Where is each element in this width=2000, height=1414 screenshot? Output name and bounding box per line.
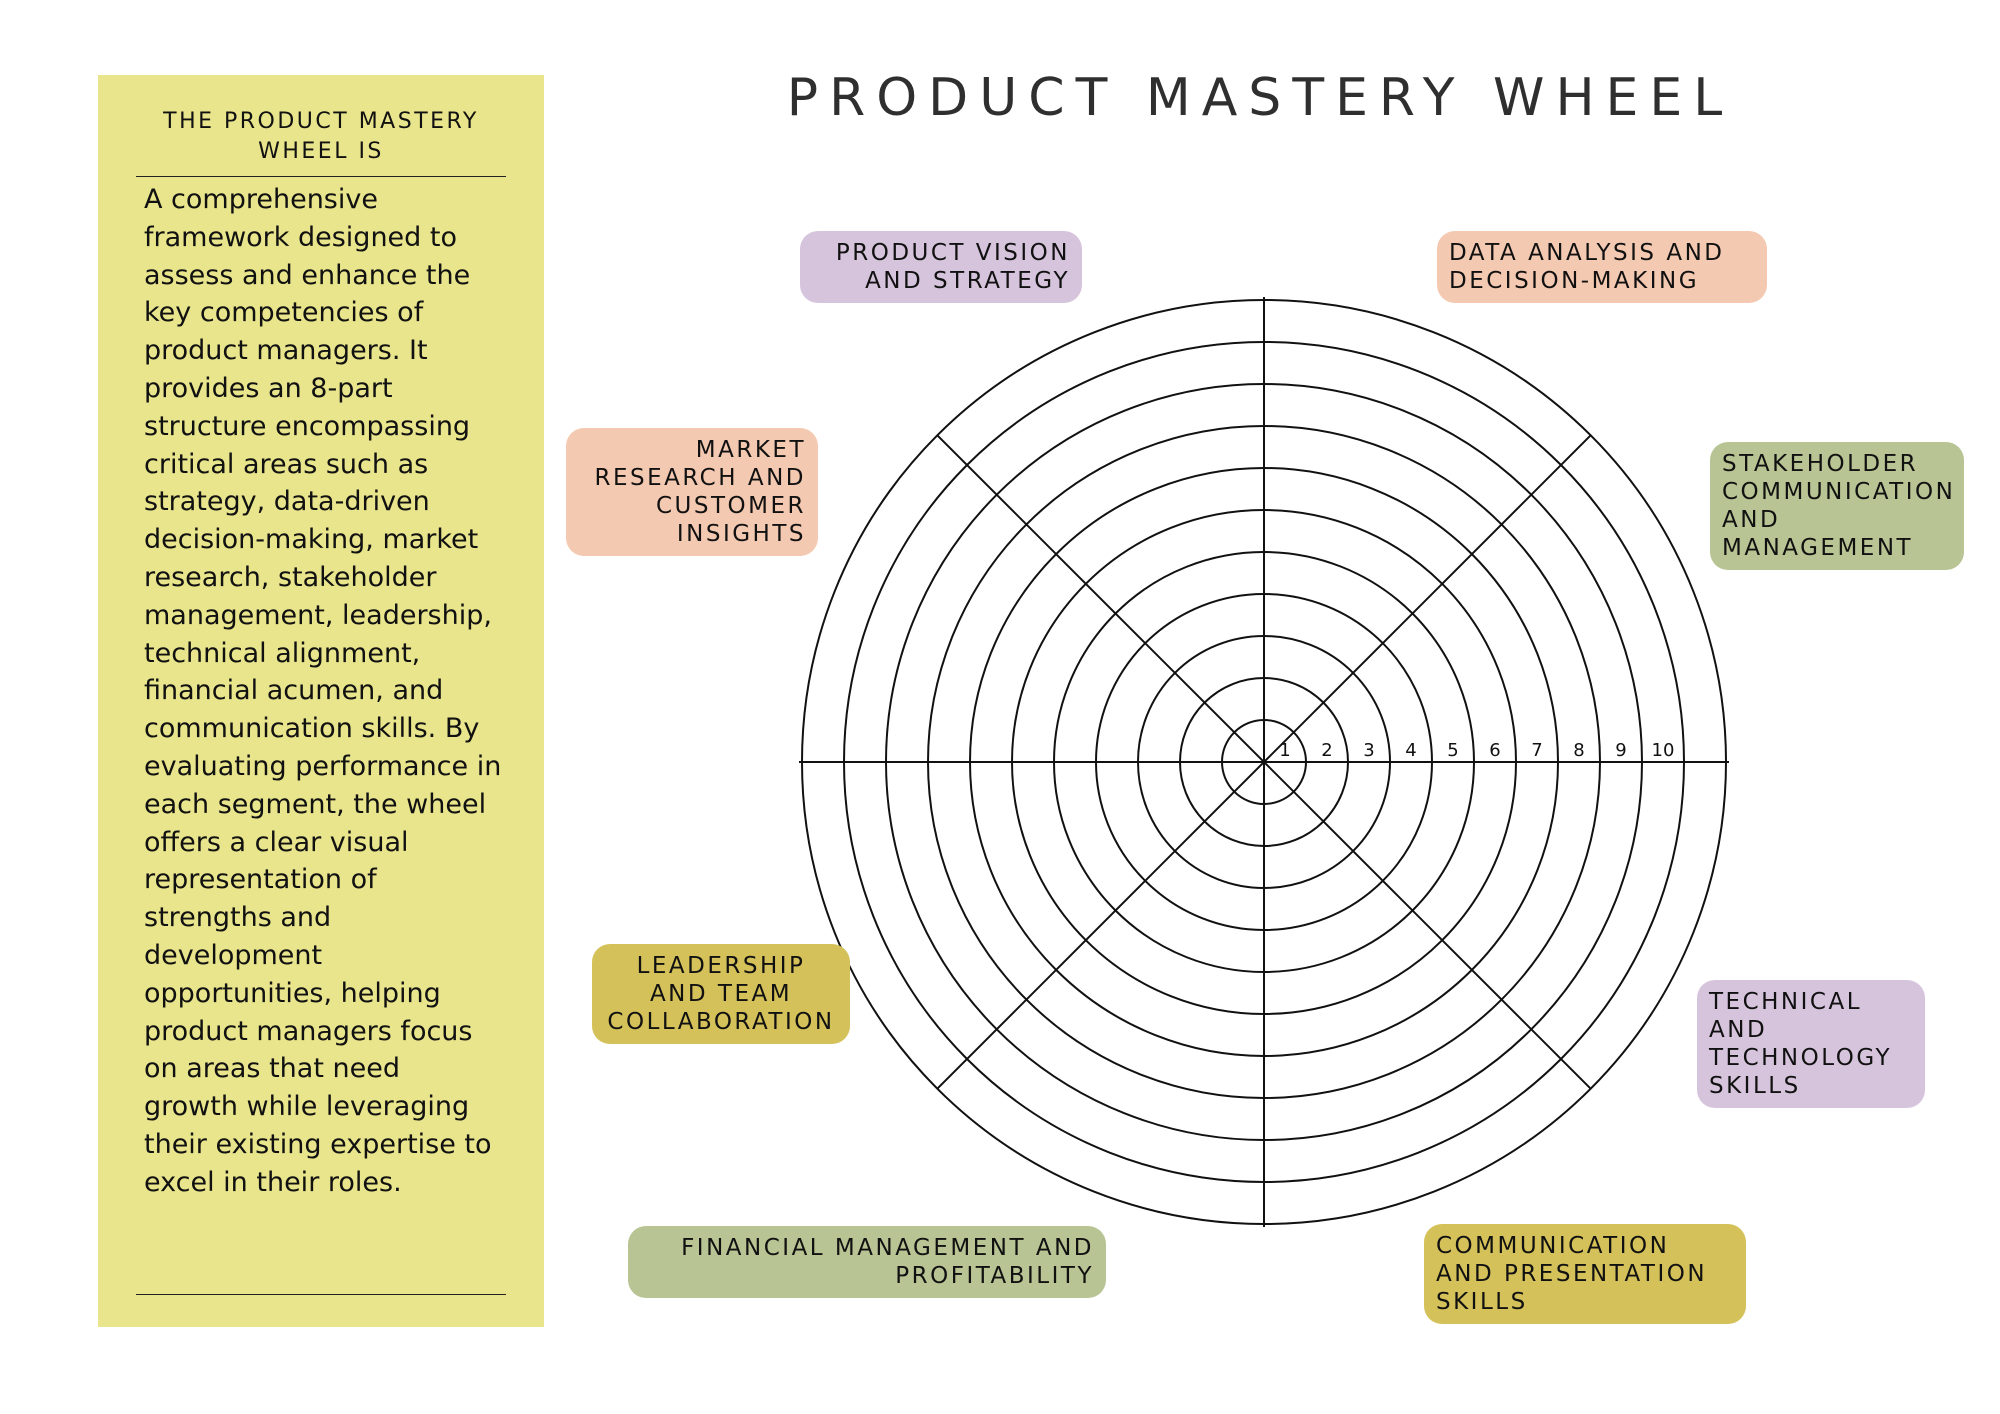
page-title: PRODUCT MASTERY WHEEL (786, 68, 1734, 128)
scale-tick-label: 2 (1321, 740, 1332, 761)
scale-tick-label: 7 (1531, 740, 1542, 761)
panel-body-text: A comprehensive framework designed to as… (144, 184, 502, 1198)
segment-label-communication: COMMUNICATION AND PRESENTATION SKILLS (1424, 1224, 1746, 1324)
segment-label-technical: TECHNICAL AND TECHNOLOGY SKILLS (1697, 980, 1925, 1108)
scale-tick-label: 1 (1279, 740, 1290, 761)
panel-heading: THE PRODUCT MASTERY WHEEL IS (163, 109, 479, 164)
scale-tick-label: 9 (1615, 740, 1626, 761)
divider (136, 176, 506, 177)
wheel-divider (936, 434, 1592, 1090)
segment-label-leadership: LEADERSHIP AND TEAM COLLABORATION (592, 944, 850, 1044)
segment-label-product-vision: PRODUCT VISION AND STRATEGY (800, 231, 1082, 303)
scale-tick-label: 5 (1447, 740, 1458, 761)
segment-label-market-research: MARKET RESEARCH AND CUSTOMER INSIGHTS (566, 428, 818, 556)
scale-tick-label: 8 (1573, 740, 1584, 761)
scale-tick-label: 4 (1405, 740, 1416, 761)
divider (136, 1294, 506, 1295)
description-panel: THE PRODUCT MASTERY WHEEL IS A comprehen… (98, 75, 544, 1327)
scale-tick-label: 6 (1489, 740, 1500, 761)
segment-label-financial: FINANCIAL MANAGEMENT AND PROFITABILITY (628, 1226, 1106, 1298)
segment-label-stakeholder: STAKEHOLDER COMMUNICATION AND MANAGEMENT (1710, 442, 1964, 570)
segment-label-data-analysis: DATA ANALYSIS AND DECISION-MAKING (1437, 231, 1767, 303)
wheel-scale: 1 2 3 4 5 6 7 8 9 10 (1279, 740, 1674, 761)
scale-tick-label: 3 (1363, 740, 1374, 761)
wheel-grid (799, 297, 1729, 1227)
scale-tick-label: 10 (1652, 740, 1675, 761)
